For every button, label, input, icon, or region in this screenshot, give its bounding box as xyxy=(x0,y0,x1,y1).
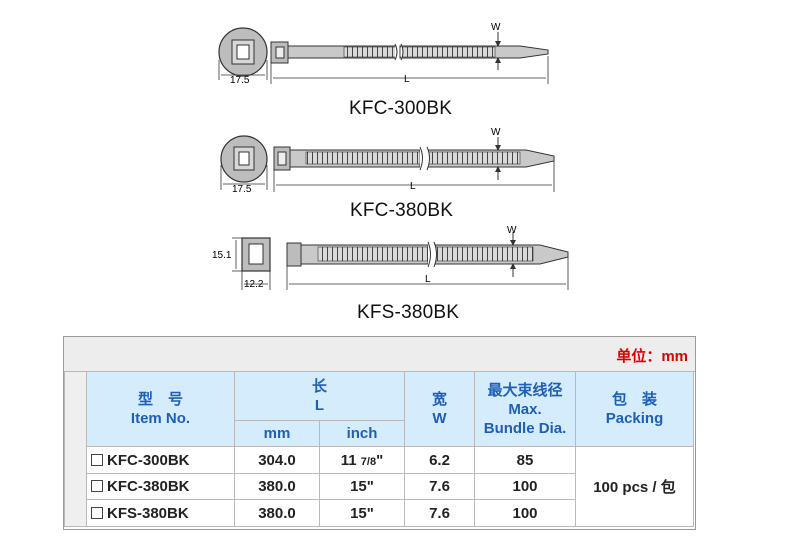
model-cell: KFC-300BK xyxy=(86,446,235,474)
row-gutter xyxy=(64,371,87,527)
table-header-bar: 单位：mm xyxy=(64,337,695,372)
caption-kfc-380bk: KFC-380BK xyxy=(350,200,454,221)
figure-kfc-380bk: W 17.5 L xyxy=(220,127,555,195)
model-cell: KFC-380BK xyxy=(86,473,235,500)
length-inch-cell: 11 7/8" xyxy=(319,446,405,474)
bundle-dia-cell: 85 xyxy=(474,446,576,474)
length-mm-cell: 304.0 xyxy=(234,446,320,474)
dim-w-label: W xyxy=(507,225,517,236)
length-inch-cell: 15" xyxy=(319,499,405,527)
caption-kfs-380bk: KFS-380BK xyxy=(357,302,460,323)
dim-diameter-label: 17.5 xyxy=(232,184,252,195)
bundle-dia-cell: 100 xyxy=(474,499,576,527)
dim-height-label: 15.1 xyxy=(212,250,232,261)
table-row: KFC-380BK 380.0 15" 7.6 100 xyxy=(65,473,694,500)
dim-l-label: L xyxy=(404,74,410,85)
dim-w-label: W xyxy=(491,22,501,33)
dim-l-label: L xyxy=(410,181,416,192)
dim-diameter-label: 17.5 xyxy=(230,75,250,86)
width-cell: 7.6 xyxy=(404,499,475,527)
length-mm-cell: 380.0 xyxy=(234,473,320,500)
table-row: KFS-380BK 380.0 15" 7.6 100 xyxy=(65,499,694,527)
header-inch: inch xyxy=(319,420,405,447)
packing-cell: 100 pcs / 包 xyxy=(575,446,694,527)
bundle-dia-cell: 100 xyxy=(474,473,576,500)
dim-l-label: L xyxy=(425,274,431,285)
length-inch-cell: 15" xyxy=(319,473,405,500)
row-checkbox[interactable] xyxy=(91,480,103,492)
model-cell: KFS-380BK xyxy=(86,499,235,527)
table-row: KFC-300BK 304.0 11 7/8" 6.2 85 100 pcs /… xyxy=(65,446,694,527)
cable-tie-drawings: W 17.5 L W 17.5 L xyxy=(212,22,569,290)
caption-kfc-300bk: KFC-300BK xyxy=(349,98,453,119)
width-cell: 7.6 xyxy=(404,473,475,500)
figure-kfc-300bk: W 17.5 L xyxy=(218,22,549,86)
unit-label: 单位：mm xyxy=(616,348,688,365)
dim-width-label: 12.2 xyxy=(244,279,264,290)
row-checkbox[interactable] xyxy=(91,453,103,466)
tie-head-side xyxy=(286,242,302,267)
dim-w-label: W xyxy=(491,127,501,138)
row-checkbox[interactable] xyxy=(91,506,103,519)
header-mm: mm xyxy=(234,420,320,447)
figure-kfs-380bk: W 15.1 12.2 L xyxy=(212,225,569,290)
width-cell: 6.2 xyxy=(404,446,475,474)
length-mm-cell: 380.0 xyxy=(234,499,320,527)
